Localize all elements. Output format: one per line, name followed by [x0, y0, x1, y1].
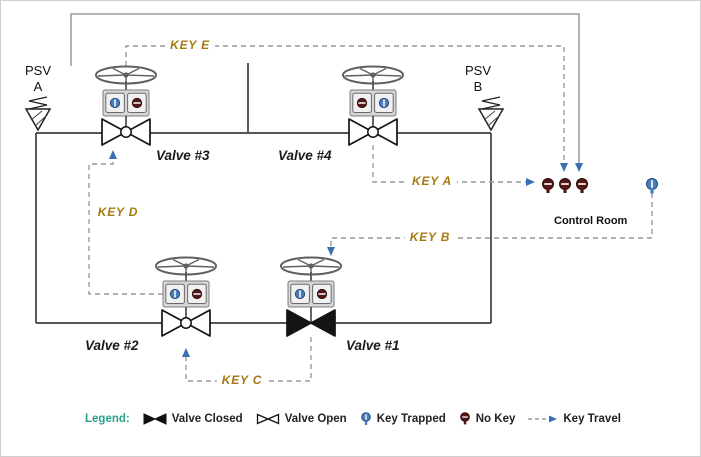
valve-1-key-trapped-icon — [294, 288, 306, 300]
pipe-loop — [35, 132, 492, 324]
key-d-travel-path — [88, 150, 163, 295]
psv-a-label: PSV A — [24, 63, 51, 94]
key-d-label: KEY D — [92, 205, 144, 219]
no-key-icon — [559, 178, 571, 193]
control-room-keys — [542, 178, 658, 194]
psv-b-symbol — [477, 96, 505, 132]
valve-3-label: Valve #3 — [156, 148, 210, 163]
valve-4-symbol — [342, 65, 404, 146]
key-c-travel-path — [182, 337, 312, 382]
key-travel-icon — [528, 414, 558, 424]
psv-a-symbol — [24, 96, 52, 132]
legend-label: Valve Closed — [171, 413, 243, 425]
no-key-icon — [459, 412, 471, 426]
legend-item-key-travel: Key Travel — [528, 413, 621, 425]
key-a-travel-path — [372, 145, 535, 186]
psv-b-label: PSV B — [464, 63, 491, 94]
legend-label: Key Trapped — [376, 413, 446, 425]
valve-2-symbol — [155, 256, 217, 337]
legend-label: Key Travel — [563, 413, 621, 425]
legend-label: Valve Open — [284, 413, 347, 425]
valve-2-label: Valve #2 — [85, 338, 139, 353]
valve-2-no-key-icon — [191, 288, 203, 300]
key-b-label: KEY B — [404, 230, 456, 244]
valve-1-symbol — [280, 256, 342, 337]
no-key-icon — [542, 178, 554, 193]
valve-closed-icon — [143, 413, 167, 425]
control-room-label: Control Room — [554, 215, 628, 227]
valve-1-body-closed — [286, 309, 336, 337]
key-e-travel-path — [125, 45, 568, 172]
legend-item-key-trapped: Key Trapped — [360, 412, 446, 426]
key-travel-path-top — [70, 13, 583, 172]
key-c-label: KEY C — [216, 373, 268, 387]
no-key-icon — [576, 178, 588, 193]
valve-1-label: Valve #1 — [346, 338, 400, 353]
legend: Legend: Valve Closed Valve Open Key Trap… — [85, 412, 621, 426]
legend-item-no-key: No Key — [459, 412, 516, 426]
valve-3-no-key-icon — [131, 97, 143, 109]
valve-4-label: Valve #4 — [278, 148, 332, 163]
valve-1-no-key-icon — [316, 288, 328, 300]
valve-4-no-key-icon — [356, 97, 368, 109]
key-e-label: KEY E — [165, 38, 215, 52]
legend-item-valve-closed: Valve Closed — [143, 413, 243, 425]
valve-4-key-trapped-icon — [378, 97, 390, 109]
key-b-travel-path — [327, 193, 653, 256]
valve-3-key-trapped-icon — [109, 97, 121, 109]
valve-2-key-trapped-icon — [169, 288, 181, 300]
key-a-label: KEY A — [406, 174, 458, 188]
valve-3-symbol — [95, 65, 157, 146]
legend-label: No Key — [475, 413, 516, 425]
valve-open-icon — [256, 413, 280, 425]
key-trapped-icon — [360, 412, 372, 426]
key-trapped-icon — [646, 178, 658, 194]
legend-title: Legend: — [85, 413, 130, 425]
legend-item-valve-open: Valve Open — [256, 413, 347, 425]
